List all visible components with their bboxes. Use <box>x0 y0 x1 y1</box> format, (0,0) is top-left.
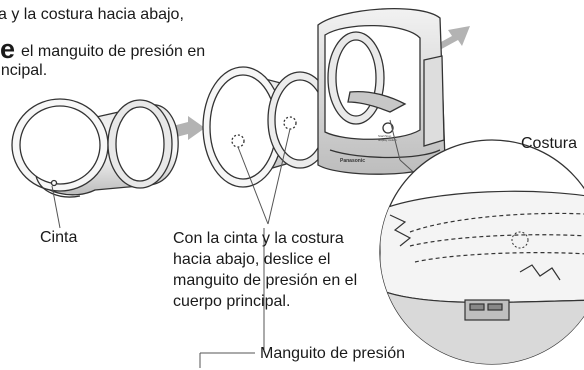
monitor-body <box>317 8 446 175</box>
main-caption: Con la cinta y la costura hacia abajo, d… <box>173 230 358 310</box>
label-cinta: Cinta <box>40 229 78 246</box>
instruction-line-2: e el manguito de presión en <box>0 34 205 65</box>
instruction-emphasis: e <box>0 34 16 64</box>
label-costura: Costura <box>521 135 578 152</box>
zoom-detail-circle <box>379 139 584 365</box>
brand-logo: Panasonic <box>340 158 366 164</box>
instruction-line-1: a y la costura hacia abajo, <box>0 6 184 23</box>
cuff-folded <box>11 98 179 198</box>
device-button-label: Start/Stop display switch <box>378 134 397 142</box>
label-manguito: Manguito de presión <box>260 345 405 362</box>
cuff-extended <box>202 66 333 188</box>
instruction-line-2-rest: el manguito de presión en <box>21 43 206 60</box>
instruction-line-3: rincipal. <box>0 62 48 79</box>
